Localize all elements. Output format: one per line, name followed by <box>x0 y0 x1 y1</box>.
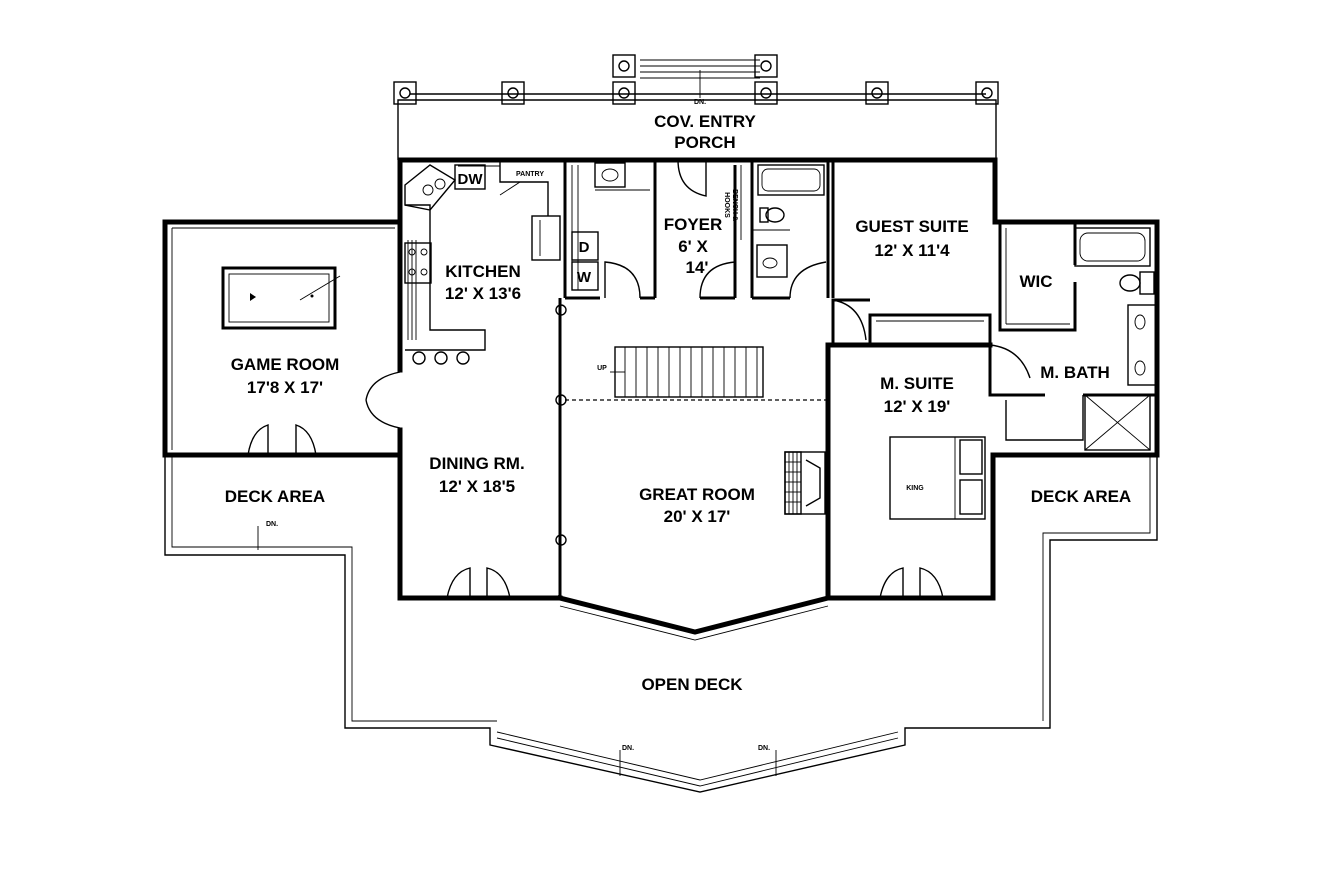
foyer-size-1: 6' X <box>678 237 708 256</box>
kitchen-size: 12' X 13'6 <box>445 284 521 303</box>
wic-label: WIC <box>1019 272 1052 291</box>
deck-outline: DN. DN. DN. <box>164 455 1158 793</box>
bench-label-2: HOOKS <box>723 192 730 218</box>
game-room-walls <box>162 219 403 458</box>
master-suite-size: 12' X 19' <box>884 397 951 416</box>
kitchen-fixtures: DW PANTRY <box>404 160 561 365</box>
column-post-icon <box>393 81 417 105</box>
interior-walls <box>555 298 870 601</box>
column-post-icon <box>612 81 636 105</box>
guest-suite-size: 12' X 11'4 <box>874 241 950 260</box>
game-room-label: GAME ROOM <box>231 355 340 374</box>
stair: UP <box>597 346 764 398</box>
open-deck-dn-label-1: DN. <box>622 745 634 752</box>
master-bath-area <box>988 222 1157 451</box>
room-labels: COV. ENTRY PORCH KITCHEN 12' X 13'6 FOYE… <box>225 112 1131 694</box>
great-room-size: 20' X 17' <box>664 507 731 526</box>
entry-porch: DN. <box>397 59 997 160</box>
kitchen-label: KITCHEN <box>445 262 521 281</box>
king-bed-icon: KING <box>889 436 986 520</box>
porch-label-2: PORCH <box>674 133 735 152</box>
great-room-label: GREAT ROOM <box>639 485 755 504</box>
deck-area-right-label: DECK AREA <box>1031 487 1131 506</box>
guest-bath <box>750 160 830 300</box>
game-room-size: 17'8 X 17' <box>247 378 323 397</box>
deck-area-left-label: DECK AREA <box>225 487 325 506</box>
column-post-icon <box>754 81 778 105</box>
column-post-icon <box>501 81 525 105</box>
open-deck-label: OPEN DECK <box>641 675 743 694</box>
foyer-label: FOYER <box>664 215 723 234</box>
stair-up-label: UP <box>597 365 607 372</box>
dining-room-size: 12' X 18'5 <box>439 477 515 496</box>
dishwasher-label: DW <box>458 171 484 188</box>
open-deck-dn-label-2: DN. <box>758 745 770 752</box>
porch-dn-label: DN. <box>694 99 706 106</box>
porch-label: COV. ENTRY <box>654 112 756 131</box>
foyer-size-2: 14' <box>686 258 709 277</box>
dining-room-label: DINING RM. <box>429 454 524 473</box>
guest-suite-label: GUEST SUITE <box>855 217 968 236</box>
master-suite-label: M. SUITE <box>880 374 954 393</box>
pool-table-icon <box>221 266 341 330</box>
pantry-label: PANTRY <box>516 171 544 178</box>
dryer-label: D <box>579 239 590 256</box>
foyer: BENCH & HOOKS <box>677 159 742 300</box>
laundry-area: D W <box>563 160 657 300</box>
porch-columns <box>393 54 999 105</box>
bed-size-label: KING <box>906 485 924 492</box>
master-bath-label: M. BATH <box>1040 363 1110 382</box>
column-post-icon <box>975 81 999 105</box>
column-post-icon <box>754 54 778 78</box>
deck-left-dn-label: DN. <box>266 521 278 528</box>
bench-label-1: BENCH & <box>731 189 738 221</box>
column-post-icon <box>865 81 889 105</box>
column-post-icon <box>612 54 636 78</box>
fireplace-icon <box>784 451 826 515</box>
deck-doors <box>446 567 944 599</box>
washer-label: W <box>577 269 592 286</box>
